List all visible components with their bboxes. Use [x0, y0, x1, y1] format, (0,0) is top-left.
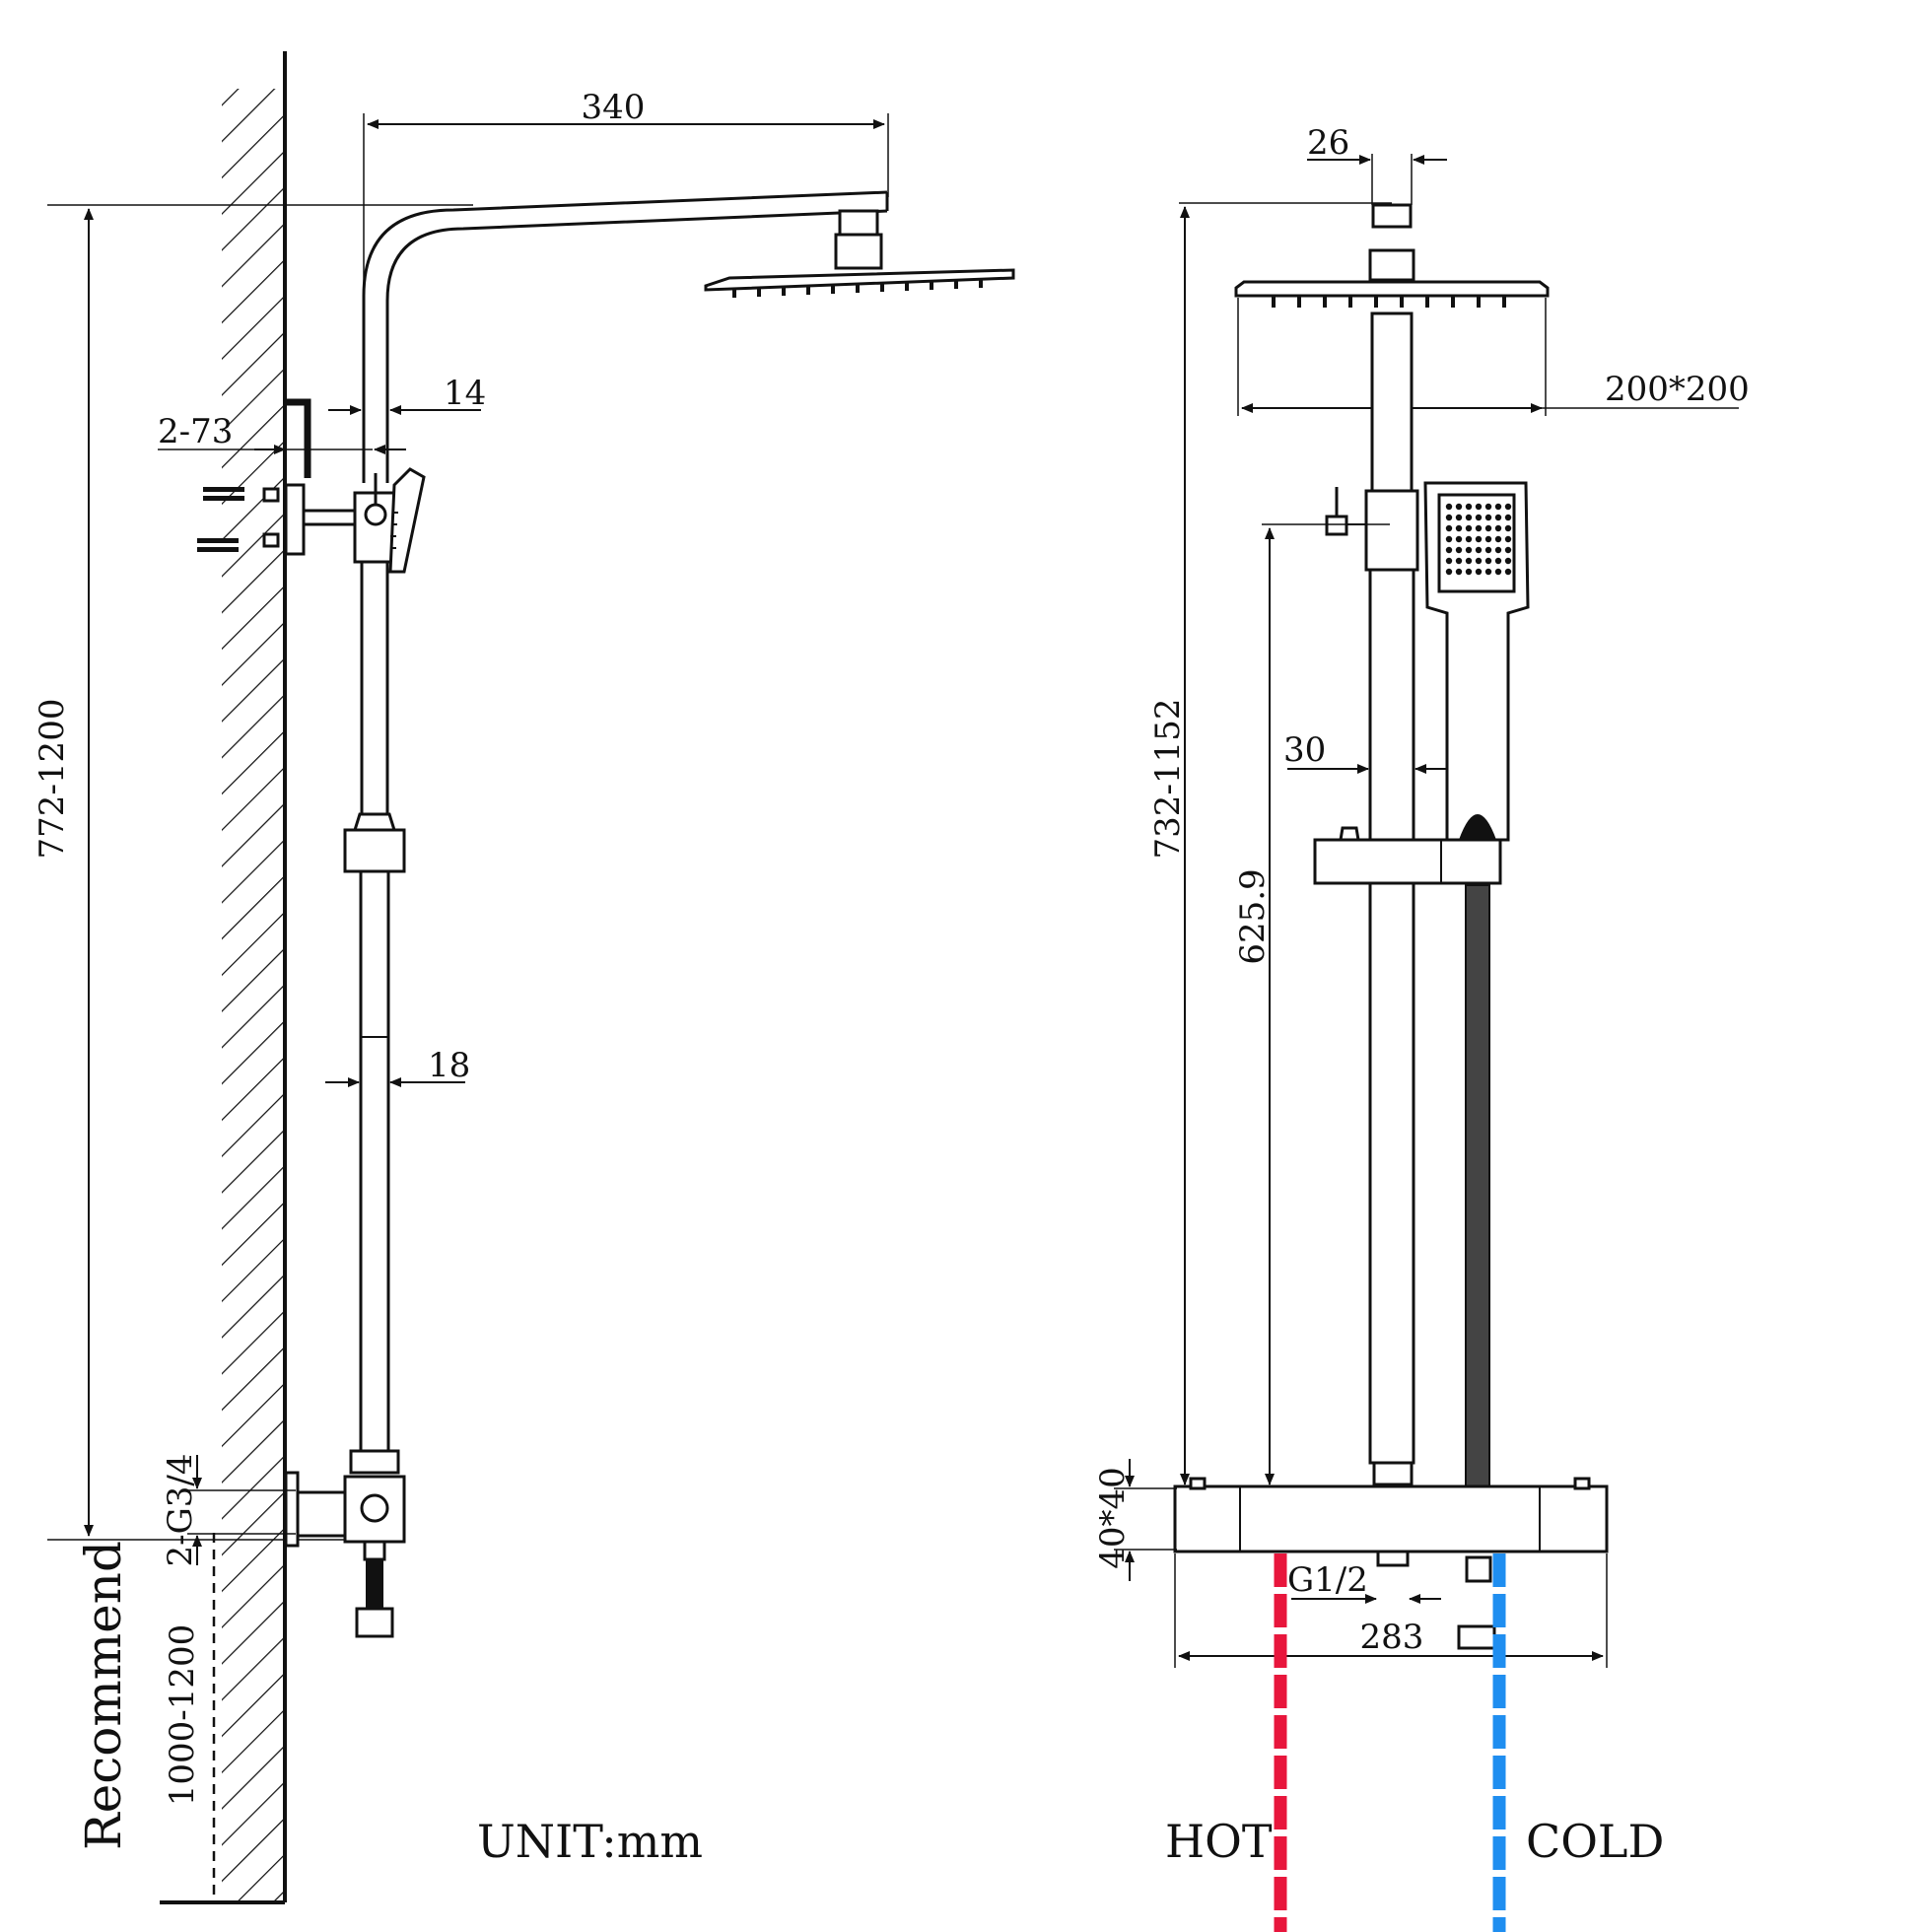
front-view: 26 732-1152 200*200 625 — [1093, 123, 1750, 1932]
side-valve-knob — [360, 1493, 389, 1523]
side-hose-connector — [363, 1540, 386, 1561]
hand-shower-face — [1437, 493, 1516, 593]
lower-tube-label: 18 — [428, 1046, 470, 1085]
front-lower-tube — [1368, 568, 1415, 1465]
wall-bracket-plate — [284, 483, 306, 556]
front-hose-bottom-nut — [1457, 1624, 1496, 1650]
bracket-clamp-knob — [364, 503, 387, 526]
side-hose — [366, 1559, 383, 1609]
front-head-neck — [1368, 248, 1415, 282]
cold-label: COLD — [1526, 1815, 1664, 1868]
side-valve-top-nut — [349, 1449, 400, 1475]
side-head-nut — [838, 209, 879, 237]
front-hose-connector — [1465, 1555, 1492, 1583]
valve-section-label: 40*40 — [1093, 1467, 1133, 1569]
side-head-nozzles — [732, 278, 983, 298]
hand-shower-nozzle-grid-icon — [1445, 503, 1512, 576]
arm-length-label: 340 — [582, 88, 646, 127]
front-tube-label: 30 — [1283, 730, 1326, 770]
front-soap-tray — [1317, 826, 1360, 842]
recommend-height-label: 1000-1200 — [163, 1624, 202, 1807]
front-head-nozzles — [1272, 296, 1506, 308]
front-upper-tube — [1370, 311, 1414, 493]
wall-screw-icon — [197, 487, 280, 552]
front-valve-bar — [1173, 1484, 1609, 1553]
wall-hatch-icon — [222, 89, 283, 1900]
side-wall-escutcheon — [284, 1471, 300, 1548]
front-bracket-clamp — [1364, 489, 1419, 572]
bracket-arm — [302, 509, 357, 526]
front-bracket-knob — [1325, 515, 1348, 536]
valve-outlet-g12 — [1376, 1550, 1410, 1567]
side-inlet-elbow — [294, 1490, 347, 1538]
side-sliding-holder — [343, 828, 406, 873]
valve-width-label: 283 — [1360, 1618, 1424, 1657]
side-view: 772-1200 340 14 2-73 — [33, 51, 1015, 1904]
front-rain-head — [1234, 280, 1550, 298]
front-sliding-holder — [1313, 838, 1502, 885]
side-hand-shower — [388, 467, 426, 574]
recommend-label: Recommend — [75, 1541, 132, 1850]
top-tube-label: 26 — [1307, 123, 1349, 163]
side-head-neck — [834, 233, 883, 270]
upper-tube-label: 14 — [444, 374, 486, 413]
shower-arm-inner — [385, 209, 888, 483]
side-sliding-holder-cap — [352, 812, 397, 832]
bracket-depth-label: 2-73 — [158, 412, 233, 451]
unit-label: UNIT:mm — [477, 1815, 703, 1868]
front-head-nut — [1371, 203, 1413, 229]
hand-shower-grip — [1459, 814, 1496, 840]
hot-label: HOT — [1165, 1815, 1273, 1868]
shower-arm — [362, 190, 888, 483]
valve-right-knob-stub — [1573, 1477, 1591, 1490]
side-hose-nut — [355, 1607, 394, 1638]
valve-left-knob-stub — [1189, 1477, 1207, 1490]
front-hose — [1465, 884, 1490, 1489]
side-upper-tube — [360, 560, 389, 820]
outlet-thread-label: G1/2 — [1287, 1560, 1368, 1600]
side-hand-shower-nozzles — [390, 512, 398, 549]
wall-hook-icon — [284, 398, 311, 478]
side-height-label: 772-1200 — [33, 699, 72, 860]
holder-height-label: 625.9 — [1233, 868, 1273, 964]
front-height-label: 732-1152 — [1148, 699, 1188, 860]
inlet-thread-label: 2-G3/4 — [161, 1454, 200, 1567]
side-lower-tube — [359, 869, 390, 1453]
front-tube-bottom-nut — [1372, 1461, 1414, 1486]
head-size-label: 200*200 — [1605, 370, 1750, 409]
